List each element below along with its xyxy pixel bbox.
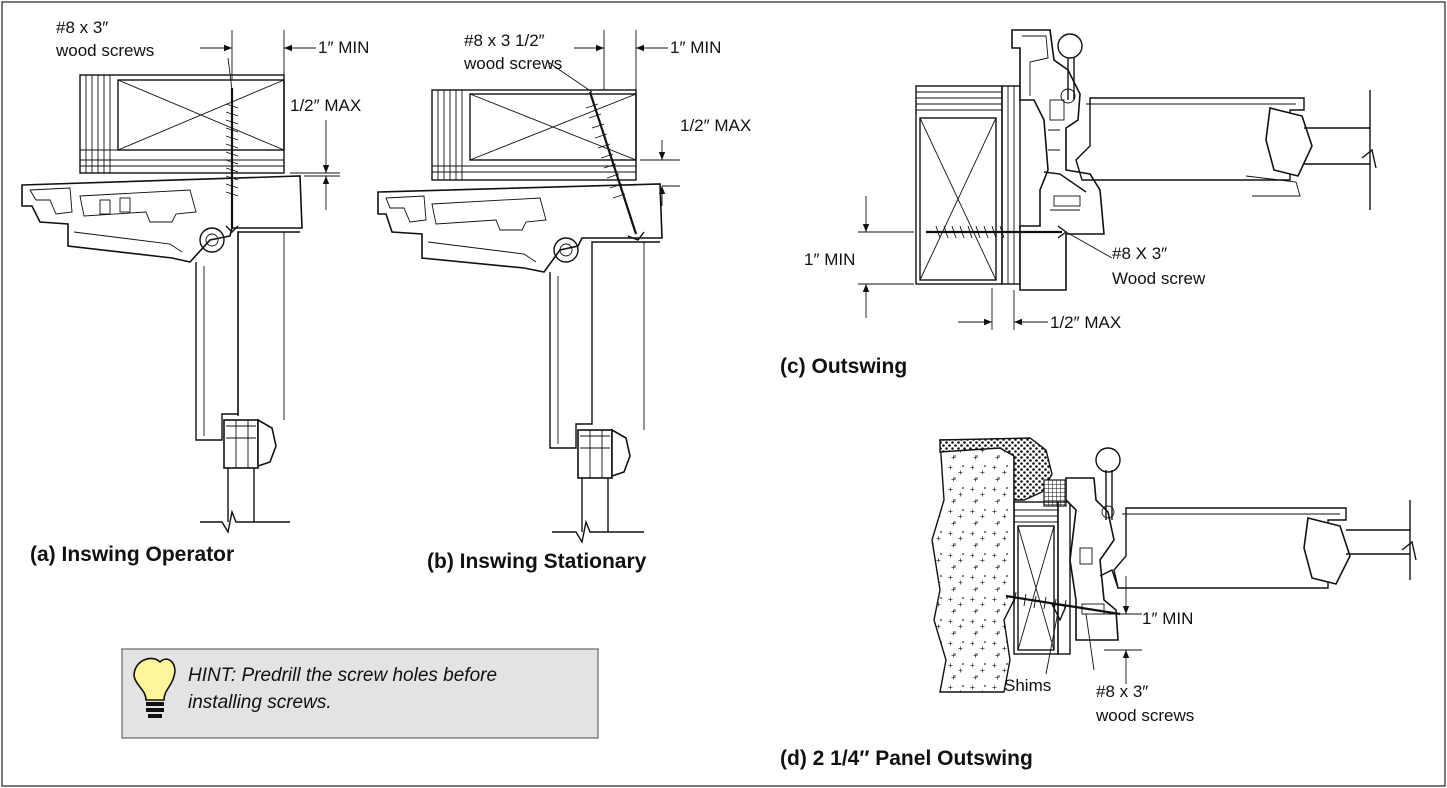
min-label-b: 1″ MIN — [670, 38, 721, 57]
wood-jamb-block — [915, 85, 1003, 285]
masonry-cap — [939, 437, 1053, 501]
max-label-c: 1/2″ MAX — [1050, 313, 1121, 332]
screw-label-a-line1: #8 x 3″ — [56, 18, 108, 37]
diagram-d-panel-outswing: 1″ MIN Shims #8 x 3″ wood screws (d) 2 1… — [780, 437, 1417, 770]
handle-knob — [1057, 33, 1083, 59]
min-label-c: 1″ MIN — [804, 250, 855, 269]
caption-a: (a) Inswing Operator — [30, 543, 234, 566]
screw-label-a-line2: wood screws — [55, 41, 154, 60]
min-label-d: 1″ MIN — [1142, 609, 1193, 628]
caption-d: (d) 2 1/4″ Panel Outswing — [780, 747, 1033, 770]
hint-box: HINT: Predrill the screw holes before in… — [121, 648, 599, 739]
hint-line-2: installing screws. — [188, 692, 332, 713]
max-label-a: 1/2″ MAX — [290, 96, 361, 115]
screw-label-d-line1: #8 x 3″ — [1096, 682, 1148, 701]
caption-c: (c) Outswing — [780, 355, 907, 378]
hint-box-background — [121, 648, 599, 739]
frame-profile — [21, 175, 303, 263]
wood-screw — [588, 91, 638, 235]
diagram-a-inswing-operator: #8 x 3″ wood screws 1″ MIN 1/2″ MAX (a) … — [21, 18, 369, 566]
handle-knob — [1095, 447, 1121, 473]
min-label-a: 1″ MIN — [318, 38, 369, 57]
screw-label-c-line2: Wood screw — [1112, 269, 1206, 288]
frame-profile — [377, 183, 663, 273]
screw-label-b-line1: #8 x 3 1/2″ — [464, 31, 545, 50]
shims-label: Shims — [1004, 676, 1051, 695]
shims — [1050, 603, 1068, 622]
masonry-wall — [931, 439, 1015, 693]
screw-label-b-line2: wood screws — [463, 54, 562, 73]
frame-profile — [1011, 29, 1105, 291]
max-label-b: 1/2″ MAX — [680, 116, 751, 135]
diagram-b-inswing-stationary: #8 x 3 1/2″ wood screws 1″ MIN 1/2″ MAX … — [377, 30, 751, 573]
screw-label-c-line1: #8 X 3″ — [1112, 244, 1167, 263]
diagram-c-outswing: 1″ MIN #8 X 3″ Wood screw 1/2″ MAX (c) O… — [780, 29, 1377, 378]
lightbulb-icon — [133, 657, 176, 718]
hint-line-1: HINT: Predrill the screw holes before — [188, 665, 497, 686]
screw-label-d-line2: wood screws — [1095, 706, 1194, 725]
wood-blocking — [1013, 501, 1059, 655]
wood-header-block — [79, 74, 285, 174]
caption-b: (b) Inswing Stationary — [427, 550, 647, 573]
